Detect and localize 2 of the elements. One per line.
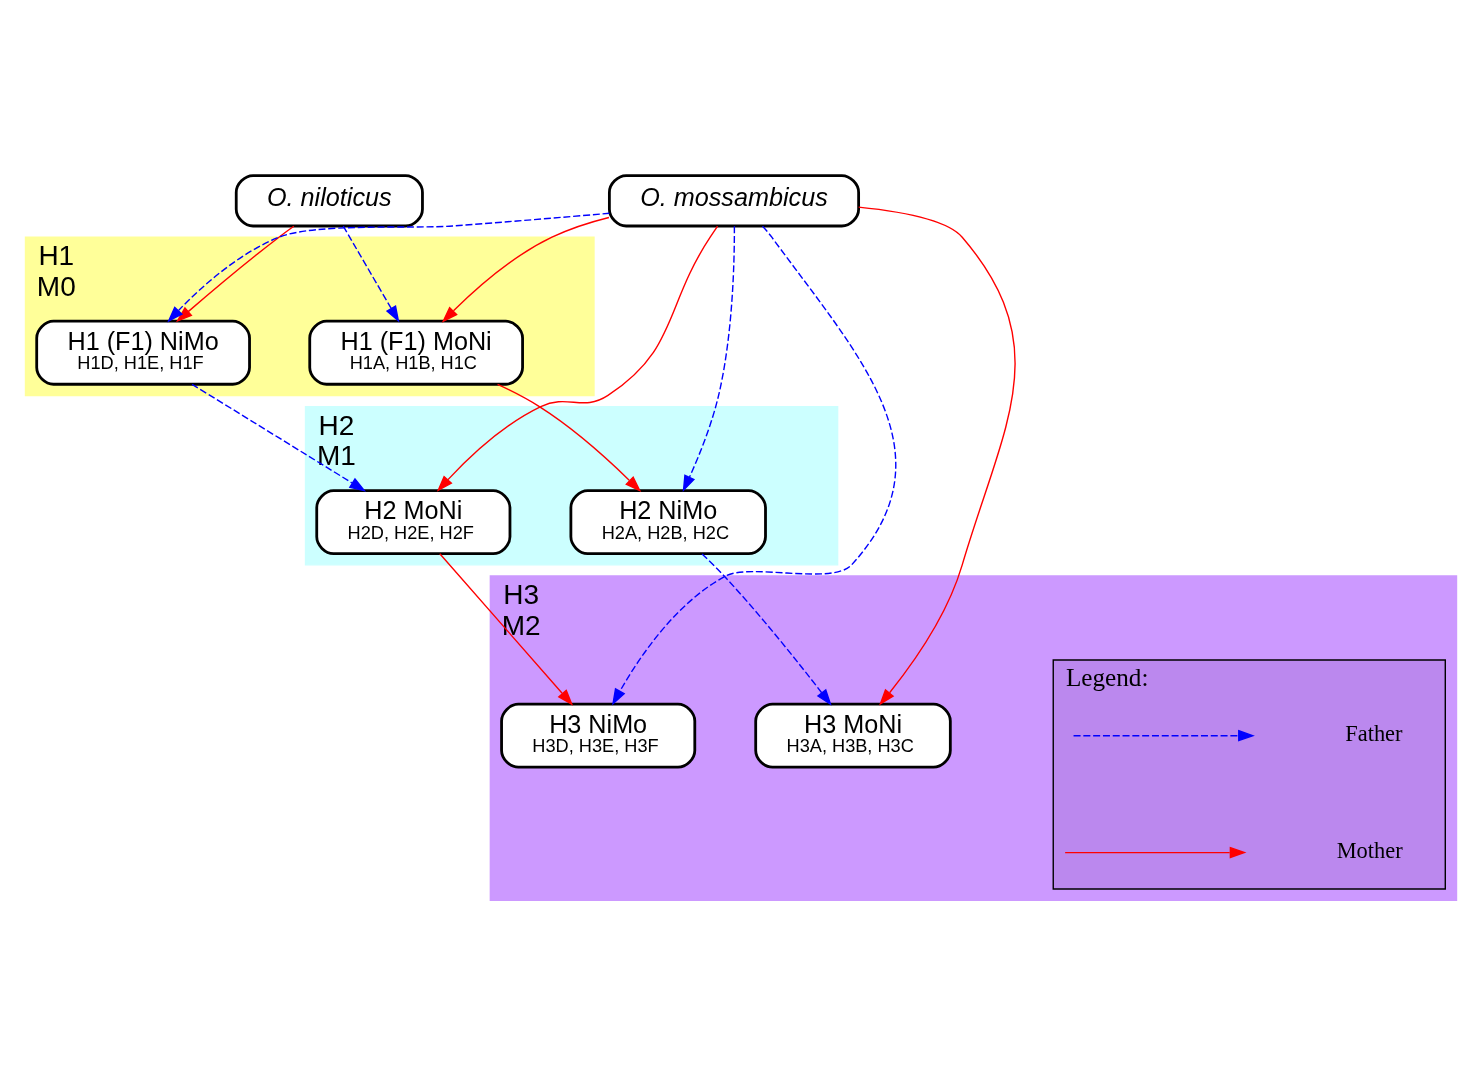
legend-label: Mother xyxy=(1336,837,1403,863)
legend-label: Father xyxy=(1345,720,1403,746)
